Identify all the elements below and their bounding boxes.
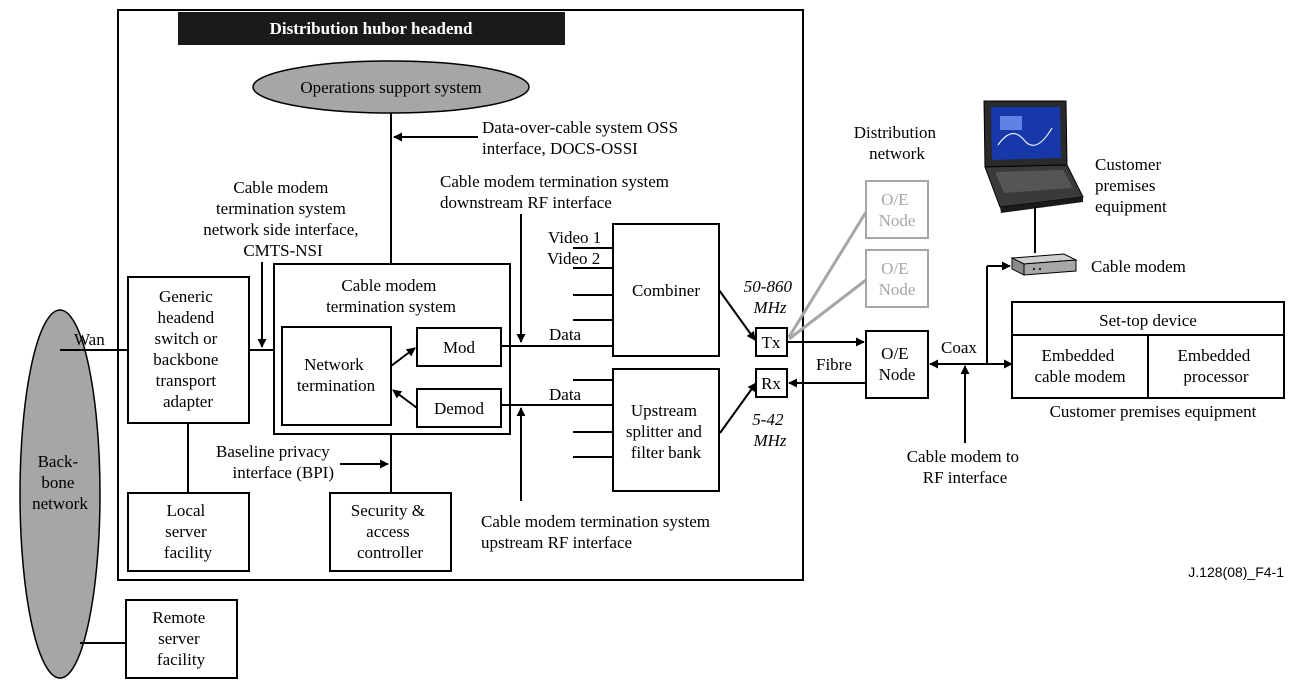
cable-modem-device-icon [1010,253,1078,276]
coax-label: Coax [941,338,977,357]
mod-label: Mod [443,338,476,357]
network-termination-box [281,326,392,426]
oe-node-grey-1-label: O/E Node [879,190,916,230]
headend-boundary [117,9,804,581]
headend-title: Distribution hubor headend [270,19,473,38]
distribution-network-label: Distribution network [854,123,940,163]
downstream-frequency-label: 50-860 MHz [744,277,796,317]
downstream-rf-label: Cable modem termination system downstrea… [440,172,673,212]
network-termination-label: Network termination [297,355,376,395]
cable-modem-label: Cable modem [1091,257,1186,276]
cmts-label: Cable modem termination system [326,276,456,316]
oe-node-main [865,330,929,399]
embedded-cable-modem-label: Embedded cable modem [1034,346,1125,386]
fibre-label: Fibre [816,355,852,374]
upstream-frequency-label: 5-42 MHz [752,410,787,450]
demod-label: Demod [434,399,485,418]
tx-label: Tx [762,333,781,352]
upstream-splitter-label: Upstream splitter and filter bank [626,401,706,462]
data-up-label: Data [549,385,582,404]
upstream-splitter-box [612,368,720,492]
rx-label: Rx [761,374,781,393]
headend-title-bar [178,12,565,45]
local-server-label: Local server facility [164,501,213,562]
remote-server-box [125,599,238,679]
oe-node-grey-1 [865,180,929,239]
mod-box [416,327,502,367]
cmts-nsi-label: Cable modem termination system network s… [203,178,363,260]
set-top-device-label: Set-top device [1099,311,1197,330]
data-down-label: Data [549,325,582,344]
security-controller-label: Security & access controller [351,501,429,562]
oss-label: Operations support system [300,78,481,97]
demod-box [416,388,502,428]
combiner-box [612,223,720,357]
cable-modem-rf-label: Cable modem to RF interface [907,447,1024,487]
laptop-icon [983,100,1084,213]
customer-premises-equipment-label: Customer premises equipment [1050,402,1257,421]
oss-interface-label: Data-over-cable system OSS interface, DO… [482,118,682,158]
bpi-label: Baseline privacy interface (BPI) [216,442,334,482]
oe-node-grey-2 [865,249,929,308]
embedded-processor-label: Embedded processor [1178,346,1255,386]
oe-node-grey-2-label: O/E Node [879,259,916,299]
cpe-label: Customer premises equipment [1095,155,1167,216]
figure-id: J.128(08)_F4-1 [1188,564,1284,580]
backbone-network-label: Back- bone network [32,452,88,513]
backbone-network-ellipse [19,309,101,679]
tx-box [755,327,788,357]
combiner-label: Combiner [632,281,700,300]
security-controller-box [329,492,452,572]
wan-label: Wan [74,330,105,349]
oe-node-main-label: O/E Node [879,344,916,384]
upstream-rf-label: Cable modem termination system upstream … [481,512,714,552]
generic-headend-label: Generic headend switch or backbone trans… [153,287,222,411]
video1-label: Video 1 [548,228,601,247]
remote-server-label: Remote server facility [152,608,209,669]
local-server-box [127,492,250,572]
video2-label: Video 2 [547,249,600,268]
